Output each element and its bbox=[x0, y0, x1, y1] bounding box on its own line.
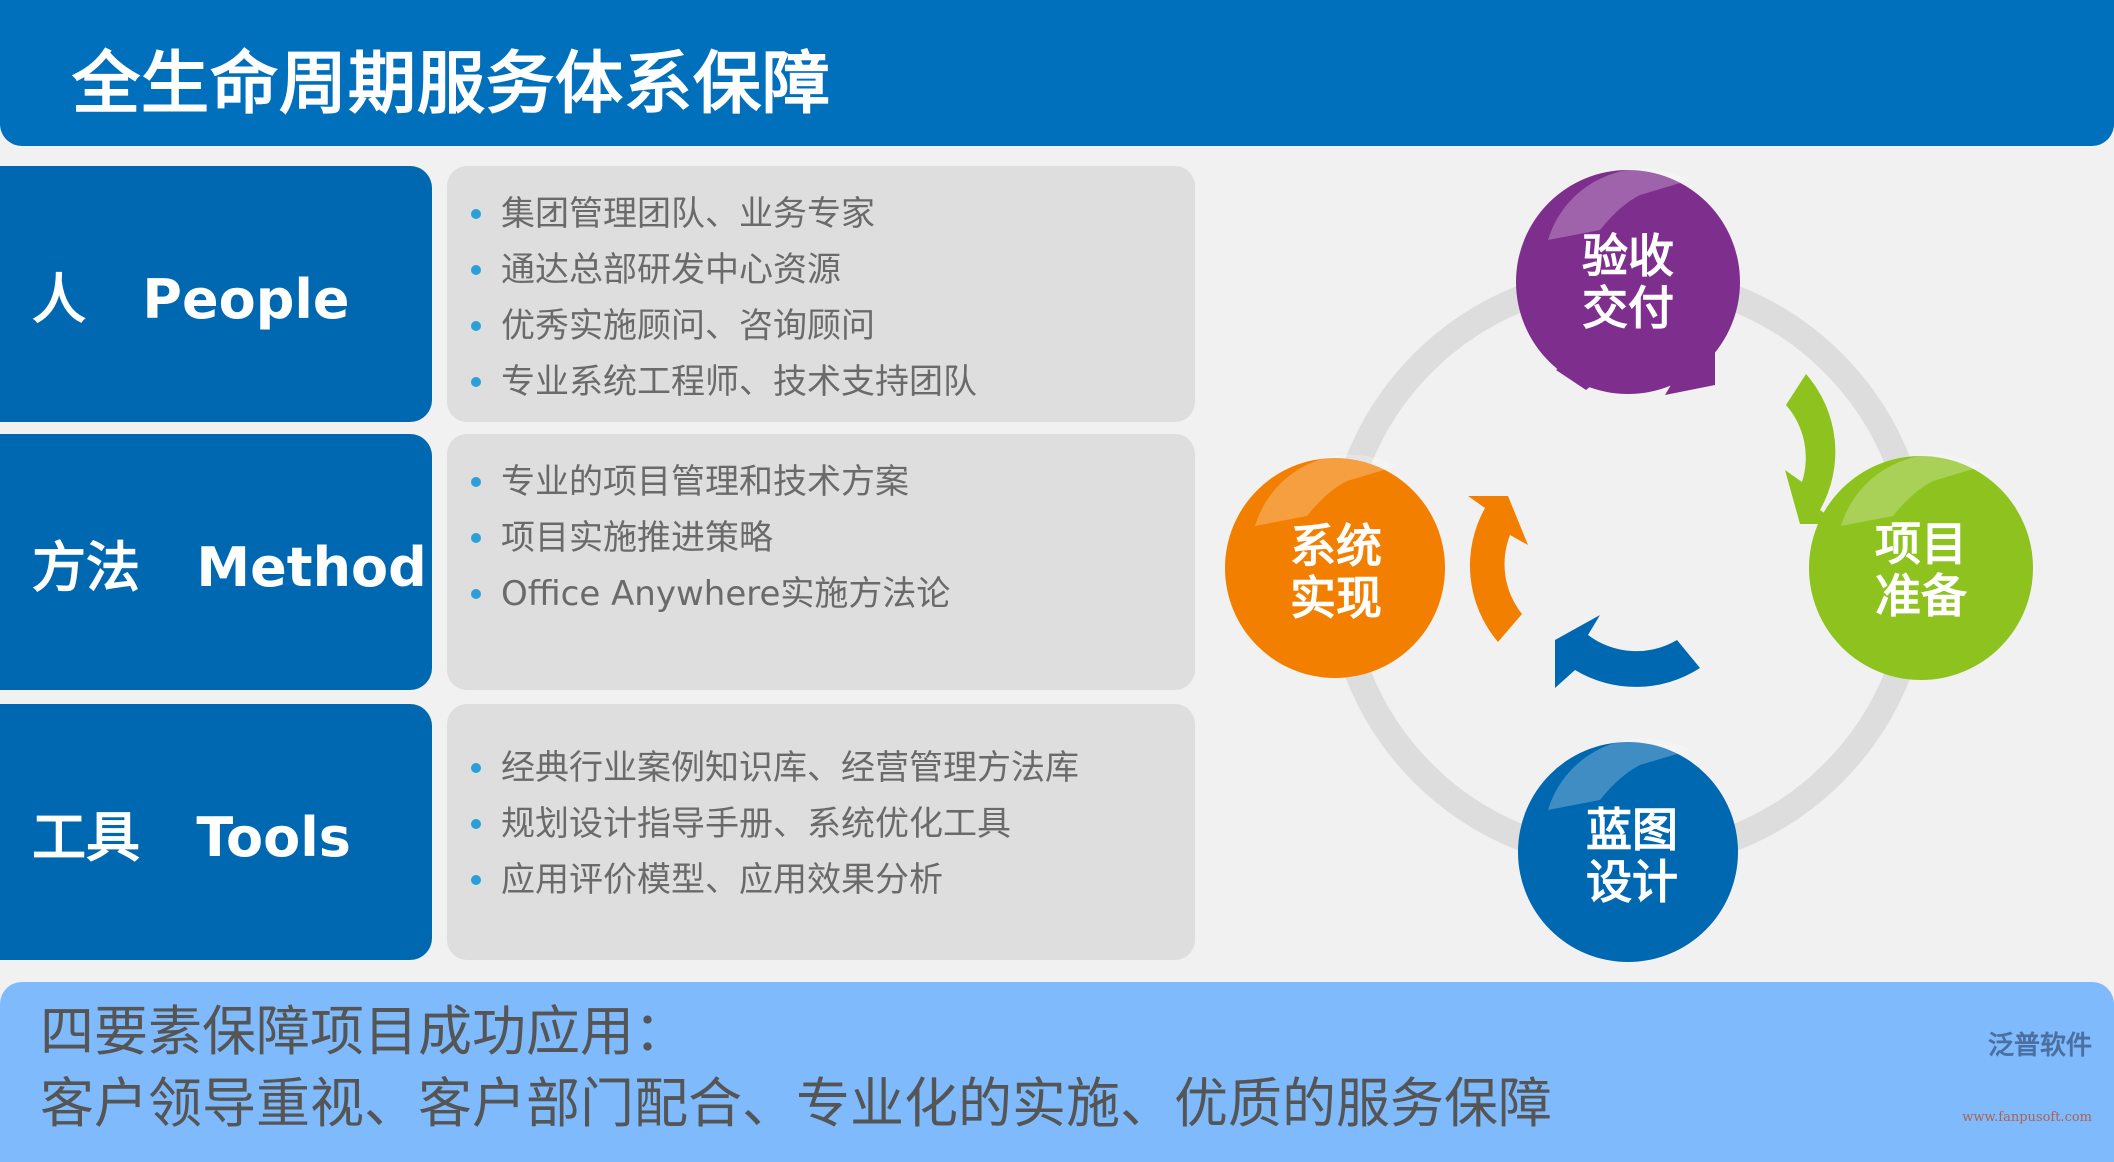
arrow-orange bbox=[1468, 496, 1528, 642]
svg-text:验收: 验收 bbox=[1582, 229, 1674, 283]
pillar-tools-list: 经典行业案例知识库、经营管理方法库 规划设计指导手册、系统优化工具 应用评价模型… bbox=[447, 704, 1195, 960]
bullet-icon bbox=[471, 819, 481, 829]
list-item: Office Anywhere实施方法论 bbox=[471, 566, 1195, 622]
list-item: 通达总部研发中心资源 bbox=[471, 242, 1195, 298]
watermark-logo: 泛普软件 www.fanpusoft.com bbox=[1962, 1010, 2092, 1154]
stage-project-preparation: 项目 准备 bbox=[1809, 454, 2033, 680]
list-item: 应用评价模型、应用效果分析 bbox=[471, 852, 1195, 908]
summary-banner: 四要素保障项目成功应用： 客户领导重视、客户部门配合、专业化的实施、优质的服务保… bbox=[0, 982, 2114, 1162]
stage-system-implementation: 系统 实现 bbox=[1225, 454, 1445, 678]
gloss bbox=[1841, 454, 1983, 526]
header-bar: 全生命周期服务体系保障 bbox=[0, 0, 2114, 146]
list-item: 专业系统工程师、技术支持团队 bbox=[471, 354, 1195, 410]
pillar-method-label: 方法 Method bbox=[0, 434, 432, 690]
svg-text:蓝图: 蓝图 bbox=[1586, 803, 1678, 857]
bullet-icon bbox=[471, 477, 481, 487]
summary-text: 客户领导重视、客户部门配合、专业化的实施、优质的服务保障 bbox=[40, 1072, 1552, 1135]
svg-text:系统: 系统 bbox=[1290, 519, 1382, 573]
stage-circle bbox=[1518, 742, 1738, 962]
bullet-icon bbox=[471, 377, 481, 387]
list-item: 集团管理团队、业务专家 bbox=[471, 186, 1195, 242]
bullet-icon bbox=[471, 321, 481, 331]
bullet-icon bbox=[471, 589, 481, 599]
arrow-blue bbox=[1555, 615, 1700, 688]
pillar-tools-label: 工具 Tools bbox=[0, 704, 432, 960]
list-item: 经典行业案例知识库、经营管理方法库 bbox=[471, 740, 1195, 796]
watermark-brand: 泛普软件 bbox=[1987, 1031, 2092, 1061]
bullet-icon bbox=[471, 209, 481, 219]
pillar-method-list: 专业的项目管理和技术方案 项目实施推进策略 Office Anywhere实施方… bbox=[447, 434, 1195, 690]
stage-blueprint-design: 蓝图 设计 bbox=[1518, 738, 1738, 962]
svg-text:交付: 交付 bbox=[1582, 281, 1674, 335]
gloss bbox=[1255, 454, 1397, 526]
list-item: 优秀实施顾问、咨询顾问 bbox=[471, 298, 1195, 354]
bullet-icon bbox=[471, 533, 481, 543]
watermark-url: www.fanpusoft.com bbox=[1962, 1110, 2092, 1125]
gloss bbox=[1548, 168, 1690, 240]
svg-text:设计: 设计 bbox=[1586, 855, 1678, 909]
list-item: 项目实施推进策略 bbox=[471, 510, 1195, 566]
bullet-icon bbox=[471, 265, 481, 275]
stage-circle bbox=[1516, 170, 1740, 394]
page-title: 全生命周期服务体系保障 bbox=[72, 45, 832, 124]
bullet-icon bbox=[471, 763, 481, 773]
svg-text:准备: 准备 bbox=[1875, 569, 1968, 623]
bullet-icon bbox=[471, 875, 481, 885]
list-item: 专业的项目管理和技术方案 bbox=[471, 454, 1195, 510]
cycle-arrows-icon bbox=[1468, 340, 1840, 688]
arrow-green bbox=[1785, 374, 1840, 524]
summary-heading: 四要素保障项目成功应用： bbox=[40, 1000, 688, 1063]
svg-text:项目: 项目 bbox=[1875, 517, 1967, 571]
pillar-people-label: 人 People bbox=[0, 166, 432, 422]
pillar-people-list: 集团管理团队、业务专家 通达总部研发中心资源 优秀实施顾问、咨询顾问 专业系统工… bbox=[447, 166, 1195, 422]
stage-circle bbox=[1809, 456, 2033, 680]
stage-acceptance-delivery: 验收 交付 bbox=[1516, 168, 1740, 394]
gloss bbox=[1548, 738, 1690, 810]
svg-text:实现: 实现 bbox=[1290, 571, 1382, 625]
stage-circle bbox=[1225, 458, 1445, 678]
list-item: 规划设计指导手册、系统优化工具 bbox=[471, 796, 1195, 852]
